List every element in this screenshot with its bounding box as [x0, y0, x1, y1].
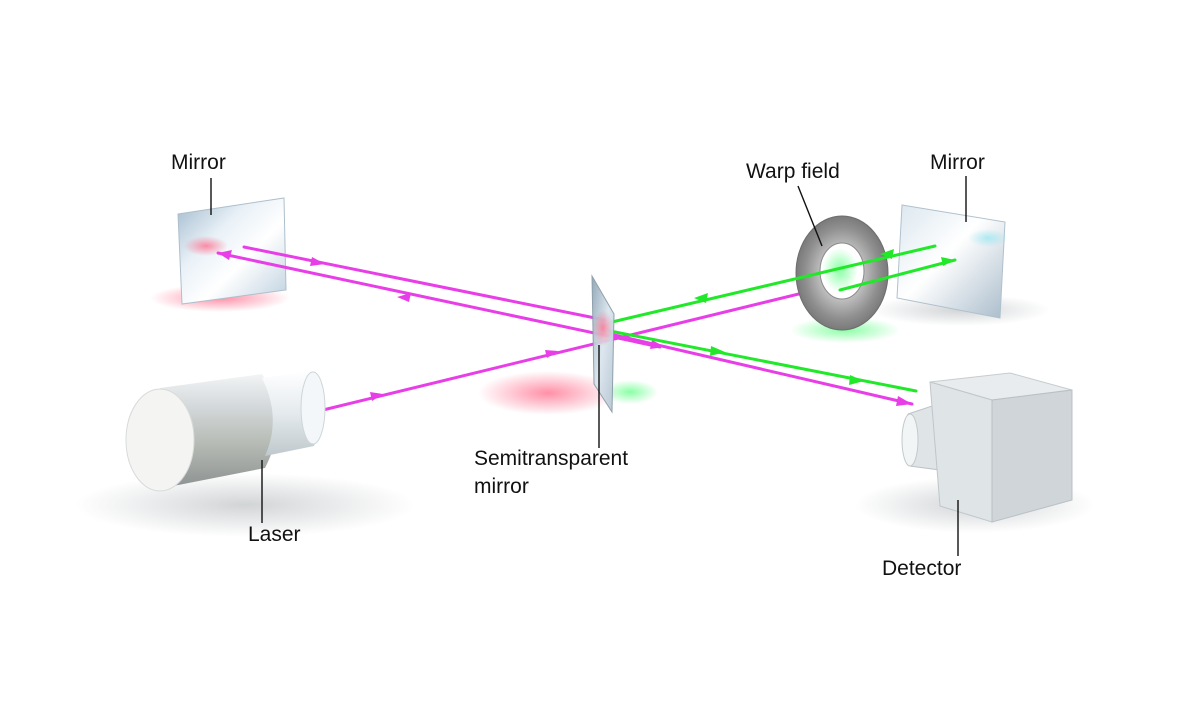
laser-device [125, 371, 326, 492]
label-warp-field: Warp field [746, 160, 840, 183]
arrow-middle-left [397, 293, 411, 302]
arrow-left-mirror-tip [218, 250, 232, 260]
laser-back-face [125, 388, 195, 492]
label-mirror-left: Mirror [171, 151, 226, 174]
arrow-upper-right [310, 257, 325, 266]
green-arrow-2 [880, 249, 894, 259]
label-laser: Laser [248, 523, 301, 546]
green-arrow-3 [941, 257, 955, 266]
label-semitransparent-line1: Semitransparent [474, 447, 629, 470]
detector-side [991, 389, 1073, 523]
arrow-laser-2 [545, 350, 558, 358]
green-beam-upper [610, 244, 937, 324]
semitransparent-pink-glow [478, 371, 618, 415]
arrow-laser-1 [370, 392, 383, 401]
label-semitransparent-line2: mirror [474, 475, 529, 498]
semitransparent-green-glow [602, 380, 658, 404]
beam-to-left-mirror-upper [242, 245, 607, 322]
green-arrow-4 [710, 346, 725, 356]
laser-arrowheads [218, 250, 912, 406]
laser-beam-outgoing [321, 279, 854, 412]
left-mirror-spot [184, 236, 228, 256]
green-beam-to-right-mirror [838, 258, 957, 292]
beam-to-left-mirror-lower [216, 251, 662, 349]
label-detector: Detector [882, 557, 962, 580]
label-mirror-right: Mirror [930, 151, 985, 174]
leader-warp-field [797, 185, 823, 247]
warped-beams [608, 244, 957, 393]
semitransparent-spot [593, 310, 613, 346]
arrow-to-detector-tip [896, 396, 912, 406]
green-arrow-5 [849, 375, 864, 385]
laser-nose-face [300, 371, 326, 445]
green-beam-to-detector [608, 329, 918, 393]
laser-shadow [75, 473, 415, 537]
detector-lens-face [901, 413, 919, 467]
warp-field-ring [795, 215, 889, 331]
warped-arrowheads [694, 249, 955, 385]
left-mirror [177, 197, 287, 305]
detector-device [901, 372, 1073, 523]
leader-lines [210, 176, 967, 556]
green-arrow-1 [694, 293, 708, 303]
arrow-to-detector-1 [650, 340, 665, 349]
detector-front [929, 381, 993, 523]
right-mirror-spot [968, 229, 1008, 247]
